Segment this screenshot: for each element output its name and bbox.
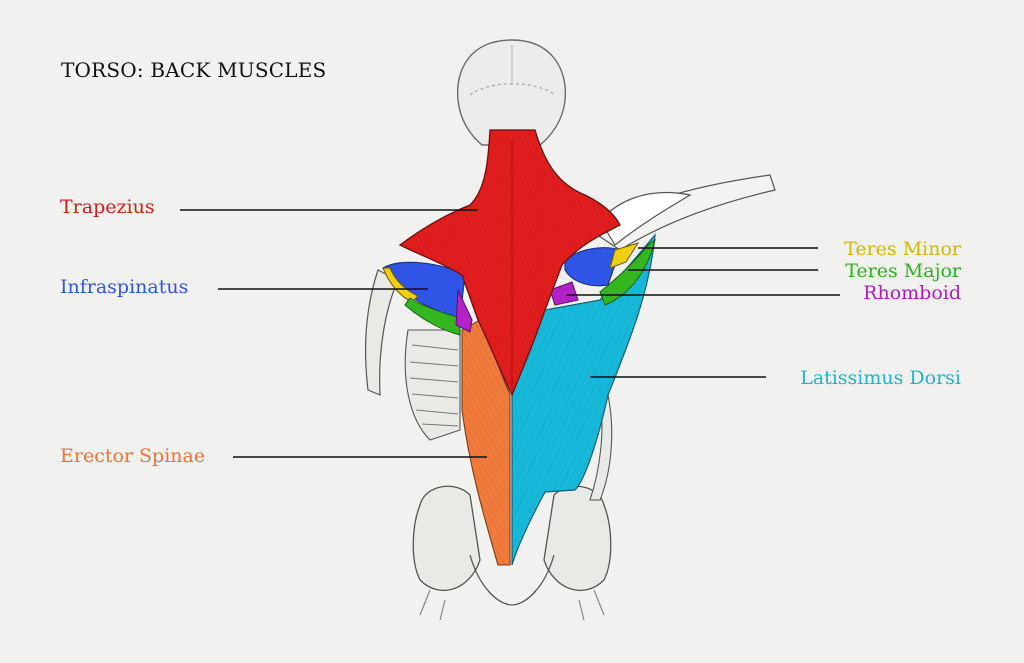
label-teres-major: Teres Major bbox=[845, 260, 961, 282]
label-teres-minor: Teres Minor bbox=[844, 238, 961, 260]
page-title: TORSO: BACK MUSCLES bbox=[61, 58, 327, 82]
right-arm bbox=[588, 174, 776, 251]
label-rhomboid: Rhomboid bbox=[863, 282, 961, 304]
skull bbox=[456, 39, 567, 146]
label-trapezius: Trapezius bbox=[60, 196, 155, 218]
label-latissimus-dorsi: Latissimus Dorsi bbox=[800, 367, 961, 389]
label-erector-spinae: Erector Spinae bbox=[60, 445, 206, 467]
leader-lines bbox=[180, 209, 840, 458]
left-arm bbox=[365, 269, 399, 396]
label-infraspinatus: Infraspinatus bbox=[60, 276, 189, 298]
